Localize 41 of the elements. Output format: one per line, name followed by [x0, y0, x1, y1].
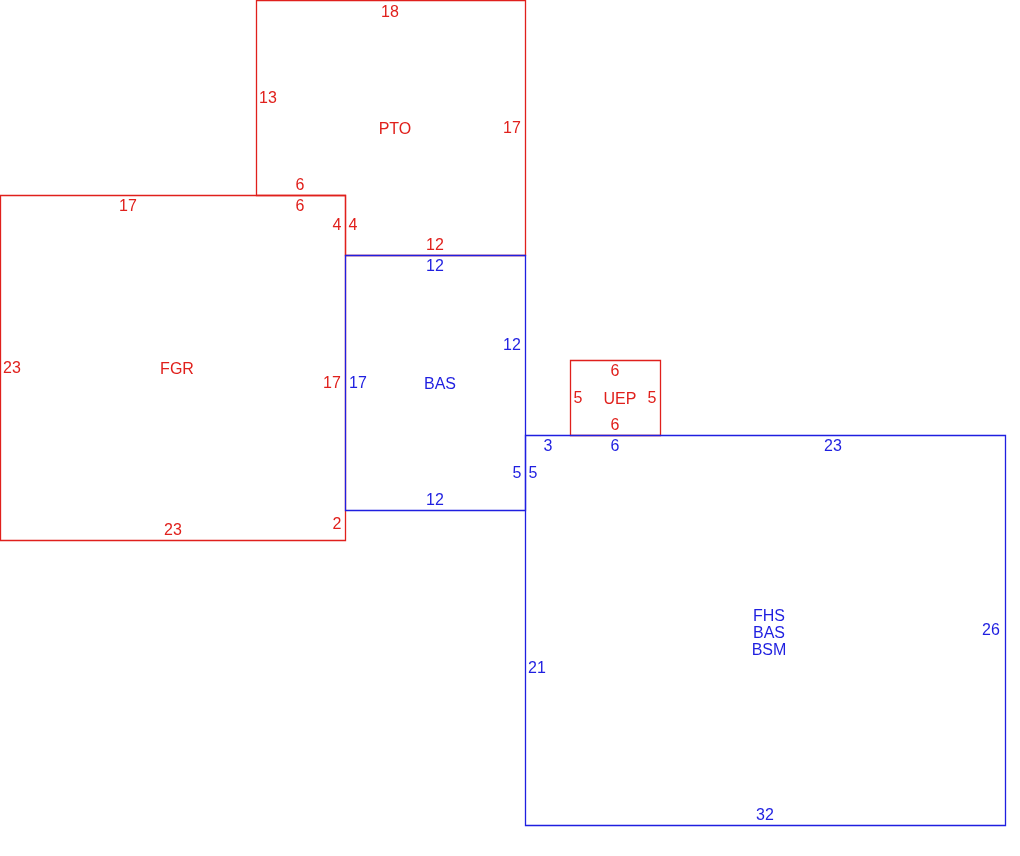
room-outline — [256, 0, 526, 256]
dimension-label: 5 — [573, 388, 583, 406]
room-outline — [0, 195, 346, 541]
dimension-label: 21 — [528, 658, 546, 676]
room-outline — [345, 255, 526, 511]
room-label: FHS — [753, 606, 785, 624]
room-label: UEP — [603, 389, 637, 407]
dimension-label: 5 — [512, 463, 522, 481]
dimension-label: 12 — [426, 235, 444, 253]
dimension-label: 17 — [503, 118, 521, 136]
dimension-label: 26 — [982, 620, 1000, 638]
room-label: BSM — [751, 640, 787, 658]
room-label: FGR — [160, 359, 194, 377]
dimension-label: 6 — [295, 196, 305, 214]
dimension-label: 6 — [610, 436, 620, 454]
dimension-label: 3 — [543, 436, 553, 454]
room-outline — [525, 435, 1006, 826]
dimension-label: 17 — [119, 196, 137, 214]
dimension-label: 12 — [503, 335, 521, 353]
dimension-label: 17 — [323, 373, 341, 391]
room-outline — [570, 360, 661, 436]
dimension-label: 6 — [610, 361, 620, 379]
dimension-label: 13 — [259, 88, 277, 106]
dimension-label: 2 — [332, 514, 342, 532]
dimension-label: 23 — [3, 358, 21, 376]
dimension-label: 12 — [426, 490, 444, 508]
dimension-label: 32 — [756, 805, 774, 823]
dimension-label: 6 — [610, 415, 620, 433]
dimension-label: 4 — [332, 215, 342, 233]
dimension-label: 5 — [528, 463, 538, 481]
dimension-label: 23 — [164, 520, 182, 538]
dimension-label: 23 — [824, 436, 842, 454]
dimension-label: 5 — [647, 388, 657, 406]
dimension-label: 6 — [295, 175, 305, 193]
dimension-label: 12 — [426, 256, 444, 274]
dimension-label: 18 — [381, 2, 399, 20]
room-label: BAS — [753, 623, 785, 641]
room-label: BAS — [424, 374, 456, 392]
dimension-label: 17 — [349, 373, 367, 391]
room-label: PTO — [378, 119, 412, 137]
dimension-label: 4 — [348, 215, 358, 233]
